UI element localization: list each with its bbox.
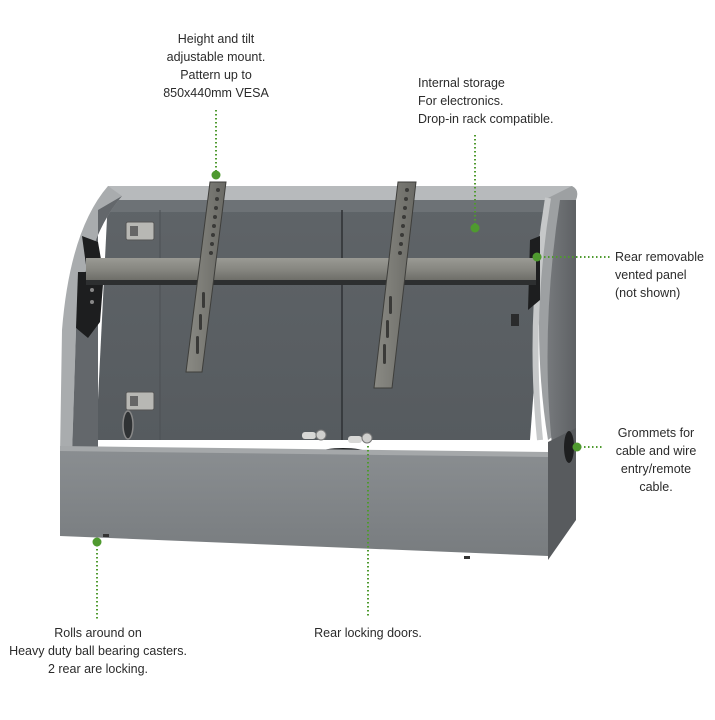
cabinet-interior bbox=[96, 186, 575, 440]
grommet-hole bbox=[564, 431, 574, 463]
callout-rear-doors: Rear locking doors. bbox=[314, 626, 422, 640]
cabinet-right-side bbox=[548, 428, 576, 560]
mount-crossbar bbox=[86, 258, 536, 285]
leader-lines bbox=[96, 110, 612, 620]
side-bracket-left bbox=[76, 236, 104, 338]
right-side-panel bbox=[532, 186, 578, 445]
vesa-bracket-left bbox=[185, 181, 227, 373]
callout-internal-storage: Internal storage For electronics. Drop-i… bbox=[418, 76, 554, 126]
callout-rear-panel: Rear removable vented panel (not shown) bbox=[615, 250, 704, 300]
callout-casters: Rolls around on Heavy duty ball bearing … bbox=[9, 626, 187, 676]
caster-icon bbox=[464, 556, 470, 559]
callout-dot-icons bbox=[92, 170, 582, 547]
callout-mount: Height and tilt adjustable mount. Patter… bbox=[163, 32, 269, 100]
callout-grommets: Grommets for cable and wire entry/remote… bbox=[615, 426, 697, 494]
hinge-icon bbox=[122, 221, 155, 440]
cabinet-front-panel bbox=[60, 446, 548, 556]
vesa-bracket-right bbox=[373, 181, 417, 389]
caster-icon bbox=[103, 534, 109, 537]
